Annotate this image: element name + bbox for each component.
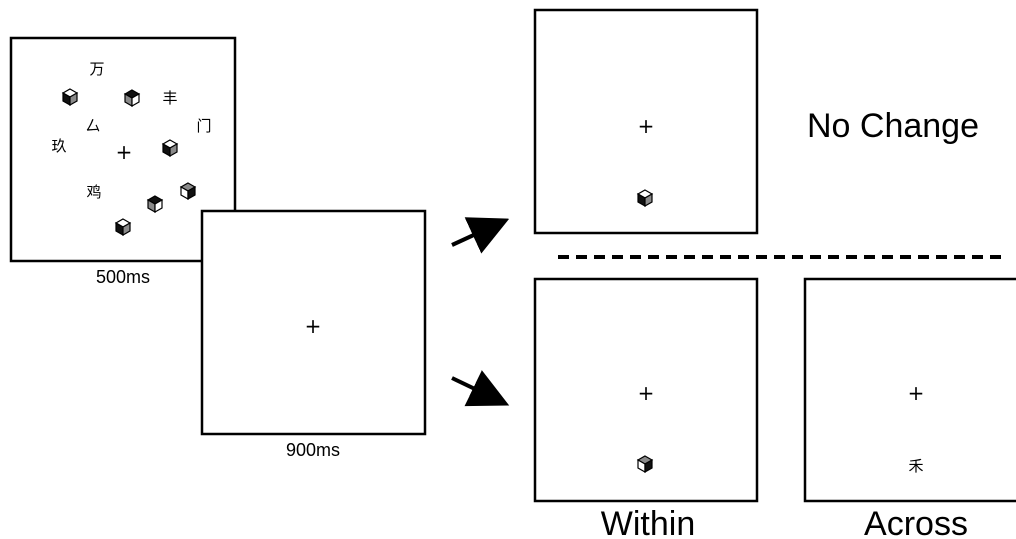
memory-character: 万 (89, 60, 104, 78)
memory-character: 厶 (85, 117, 100, 135)
memory-character: 玖 (51, 137, 66, 155)
arrow-to-change (451, 370, 510, 407)
cube-icon (147, 195, 163, 213)
cube-icon (124, 89, 140, 107)
no-change-label: No Change (807, 107, 979, 145)
no-change-fixation-cross: + (638, 114, 655, 138)
within-label: Within (601, 505, 695, 539)
cube-icon (637, 455, 653, 473)
across-test-character: 禾 (908, 457, 923, 475)
cube-icon (62, 88, 78, 106)
no-change-test-panel: + (533, 8, 759, 235)
across-label: Across (864, 505, 968, 539)
cube-icon (637, 189, 653, 207)
memory-character: 门 (196, 117, 211, 135)
memory-character: 丰 (162, 89, 177, 107)
memory-duration-label: 500ms (96, 267, 150, 287)
within-fixation-cross: + (638, 381, 655, 405)
memory-fixation-cross: + (116, 140, 133, 164)
retention-panel: + (200, 209, 427, 436)
within-test-panel: + (533, 277, 759, 503)
cube-icon (180, 182, 196, 200)
across-fixation-cross: + (908, 381, 925, 405)
across-test-panel: + 禾 (803, 277, 1016, 503)
memory-array-panel: + 万 丰 门 玖 厶 鸡 (9, 36, 237, 263)
retention-fixation-cross: + (305, 314, 322, 338)
memory-character: 鸡 (86, 183, 101, 201)
arrow-to-no-change (451, 217, 510, 254)
retention-duration-label: 900ms (286, 440, 340, 460)
cube-icon (115, 218, 131, 236)
cube-icon (162, 139, 178, 157)
